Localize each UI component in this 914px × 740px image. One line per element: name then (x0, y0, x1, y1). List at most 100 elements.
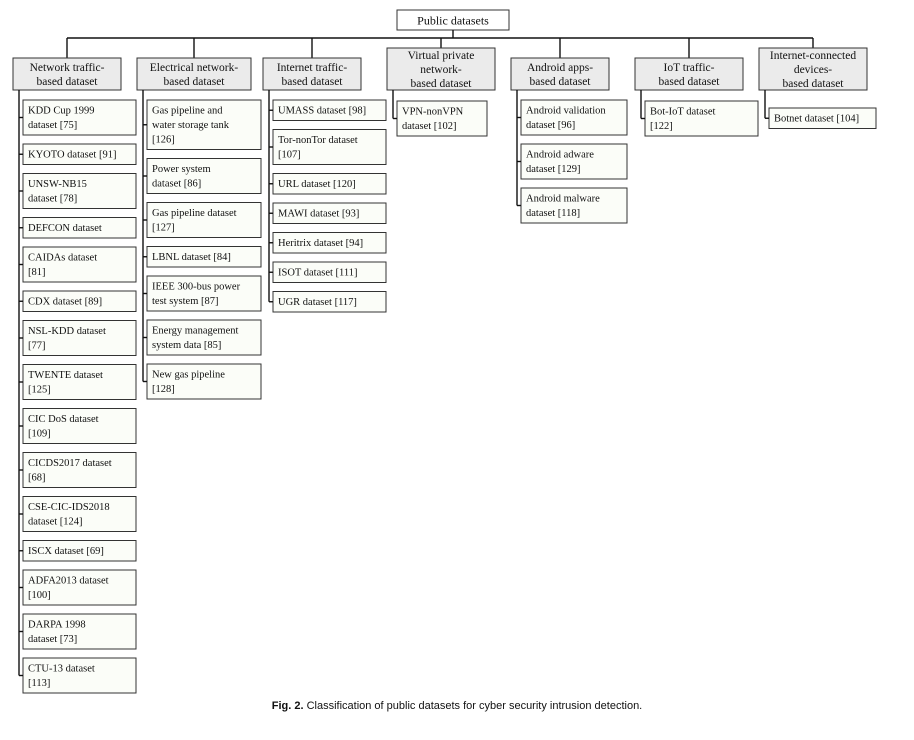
category-header-label: Internet traffic- (277, 62, 348, 74)
dataset-item-power-system-dataset-86: Power system dataset [86] (143, 158, 262, 194)
dataset-item-mawi-dataset-93: MAWI dataset [93] (269, 202, 387, 224)
dataset-label: MAWI dataset [93] (278, 209, 359, 220)
category-header-box (510, 57, 610, 91)
dataset-box (22, 246, 137, 283)
dataset-label: LBNL dataset [84] (152, 252, 231, 263)
dataset-label: KYOTO dataset [91] (28, 150, 116, 161)
figure-caption-text: Classification of public datasets for cy… (306, 700, 643, 712)
dataset-item-android-malware-dataset-118: Android malware dataset [118] (517, 187, 628, 224)
dataset-label: dataset [75] (28, 120, 77, 131)
dataset-item-iscx-dataset-69: ISCX dataset [69] (19, 540, 137, 562)
dataset-label: [107] (278, 150, 301, 161)
category-header-label: Electrical network- (150, 62, 239, 74)
dataset-label: Bot-IoT dataset (650, 107, 715, 118)
dataset-item-gas-pipeline-and-water-storage-tank-126: Gas pipeline and water storage tank [126] (143, 99, 262, 150)
dataset-box (22, 569, 137, 606)
dataset-label: URL dataset [120] (278, 179, 356, 190)
category-header-box (386, 47, 496, 91)
dataset-label: [109] (28, 429, 51, 440)
category-header-label: based dataset (530, 76, 592, 88)
dataset-box (396, 100, 488, 137)
dataset-label: [100] (28, 590, 51, 601)
category-header-box (12, 57, 122, 91)
dataset-label: [125] (28, 385, 51, 396)
dataset-item-umass-dataset-98: UMASS dataset [98] (269, 99, 387, 121)
dataset-label: ISCX dataset [69] (28, 546, 104, 557)
dataset-label: UMASS dataset [98] (278, 106, 366, 117)
root-label: Public datasets (417, 14, 489, 28)
dataset-item-isot-dataset-111: ISOT dataset [111] (269, 261, 387, 283)
dataset-label: dataset [124] (28, 517, 83, 528)
dataset-box (520, 187, 628, 224)
category-header-label: Android apps- (527, 62, 593, 74)
dataset-box (644, 100, 759, 137)
dataset-item-cse-cic-ids2018-dataset-124: CSE-CIC-IDS2018 dataset [124] (19, 496, 137, 532)
dataset-box (146, 363, 262, 400)
dataset-label: NSL-KDD dataset (28, 326, 106, 337)
dataset-label: dataset [86] (152, 179, 201, 190)
category-header-label: network- (420, 64, 462, 76)
dataset-box (146, 99, 262, 150)
dataset-label: ISOT dataset [111] (278, 268, 358, 279)
dataset-item-lbnl-dataset-84: LBNL dataset [84] (143, 246, 262, 268)
dataset-item-kyoto-dataset-91: KYOTO dataset [91] (19, 143, 137, 165)
dataset-item-cdx-dataset-89: CDX dataset [89] (19, 290, 137, 312)
dataset-item-tor-nontor-dataset-107: Tor-nonTor dataset [107] (269, 129, 387, 165)
category-header-label: IoT traffic- (664, 62, 715, 74)
dataset-box (22, 496, 137, 532)
dataset-label: [128] (152, 384, 175, 395)
dataset-box (520, 143, 628, 180)
dataset-label: dataset [118] (526, 208, 580, 219)
dataset-label: dataset [129] (526, 164, 581, 175)
category-header-box (758, 47, 868, 91)
category-header-box (136, 57, 252, 91)
dataset-label: CSE-CIC-IDS2018 (28, 502, 110, 513)
dataset-label: CIC DoS dataset (28, 414, 99, 425)
dataset-label: DEFCON dataset (28, 223, 102, 234)
category-header-label: based dataset (411, 78, 473, 90)
dataset-label: Botnet dataset [104] (774, 114, 859, 125)
dataset-label: Gas pipeline and (152, 106, 223, 117)
dataset-label: UGR dataset [117] (278, 297, 357, 308)
category-header-box (634, 57, 744, 91)
dataset-item-gas-pipeline-dataset-127: Gas pipeline dataset[127] (143, 202, 262, 238)
dataset-label: water storage tank (152, 120, 230, 131)
dataset-label: Android malware (526, 194, 600, 205)
dataset-box (22, 657, 137, 694)
dataset-item-twente-dataset-125: TWENTE dataset[125] (19, 364, 137, 400)
dataset-label: CTU-13 dataset (28, 664, 95, 675)
dataset-item-nsl-kdd-dataset-77: NSL-KDD dataset[77] (19, 320, 137, 356)
dataset-item-botnet-dataset-104: Botnet dataset [104] (765, 107, 877, 129)
category-header-label: devices- (794, 64, 832, 76)
category-header-label: Internet-connected (770, 50, 856, 62)
dataset-label: KDD Cup 1999 (28, 106, 95, 117)
dataset-label: ADFA2013 dataset (28, 576, 109, 587)
dataset-box (22, 320, 137, 356)
dataset-item-url-dataset-120: URL dataset [120] (269, 173, 387, 195)
dataset-box (22, 408, 137, 444)
category-header-label: Network traffic- (30, 62, 105, 74)
category-header-label: based dataset (164, 76, 226, 88)
dataset-label: DARPA 1998 (28, 620, 86, 631)
dataset-box (146, 158, 262, 194)
dataset-item-new-gas-pipeline-128: New gas pipeline [128] (143, 363, 262, 400)
dataset-item-cic-dos-dataset-109: CIC DoS dataset [109] (19, 408, 137, 444)
dataset-label: [126] (152, 135, 175, 146)
category-header-box (262, 57, 362, 91)
dataset-item-kdd-cup-1999-dataset-75: KDD Cup 1999 dataset [75] (19, 99, 137, 136)
dataset-label: CAIDAs dataset (28, 253, 97, 264)
dataset-item-defcon-dataset: DEFCON dataset (19, 217, 137, 239)
dataset-label: [68] (28, 473, 46, 484)
dataset-label: Power system (152, 164, 211, 175)
dataset-label: Tor-nonTor dataset (278, 135, 358, 146)
dataset-label: New gas pipeline (152, 370, 225, 381)
